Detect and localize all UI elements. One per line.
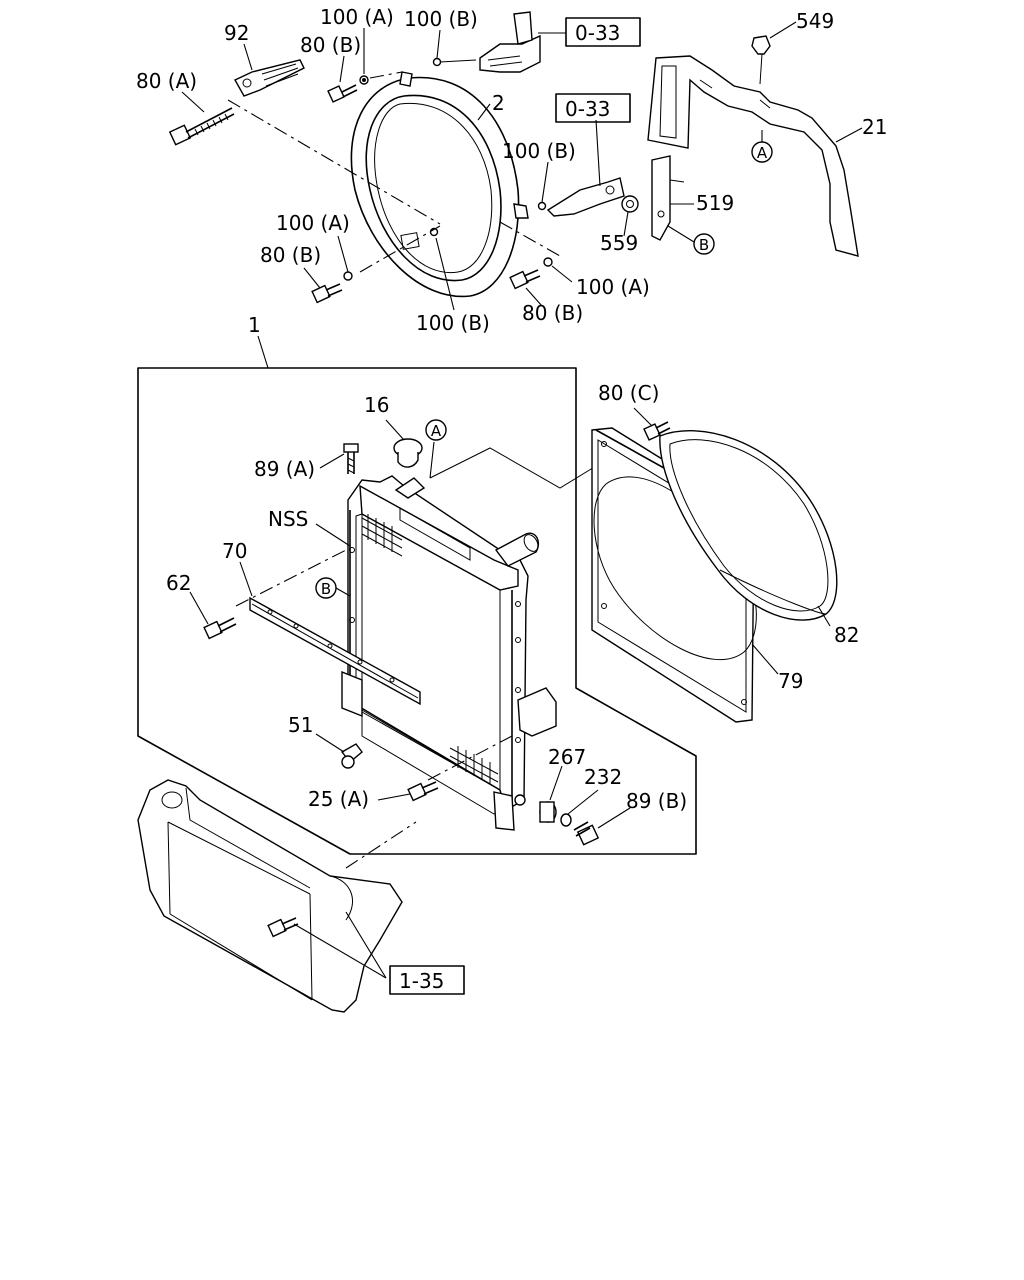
leader-lines-bottom [293,821,417,979]
label-519: 519 [696,191,734,215]
marker-b-center-text: B [321,580,331,598]
nut-559 [621,195,639,213]
label-80a: 80 (A) [136,69,197,93]
label-25a: 25 (A) [308,787,369,811]
bracket-upper-right [479,11,541,73]
spacer-267 [539,801,557,823]
label-79: 79 [778,669,803,693]
bolt-80b-top [327,57,442,103]
label-16: 16 [364,393,389,417]
ref-033-top-text: 0-33 [575,21,620,45]
bracket-519 [651,155,685,241]
label-100b-top: 100 (B) [404,7,478,31]
marker-b-top: B [667,225,715,255]
label-100b-bottom: 100 (B) [416,311,490,335]
ref-135-text: 1-35 [399,969,444,993]
side-shroud-21 [647,55,859,257]
label-559: 559 [600,231,638,255]
bolt-62 [203,617,237,640]
bolt-25a [407,781,439,802]
label-2: 2 [492,91,505,115]
label-267: 267 [548,745,586,769]
washer-232 [560,813,572,827]
label-232: 232 [584,765,622,789]
marker-a-center-text: A [431,422,442,440]
part-labels: 80 (A) 92 80 (B) 100 (A) 100 (B) 549 2 2… [136,5,887,813]
bracket-92 [234,59,305,97]
leader-lines-center [189,407,831,829]
label-80b-top: 80 (B) [300,33,361,57]
label-82: 82 [834,623,859,647]
reference-box-135: 1-35 [389,965,465,995]
label-89b: 89 (B) [626,789,687,813]
label-51: 51 [288,713,313,737]
bolt-80c [643,421,671,441]
label-62: 62 [166,571,191,595]
marker-a-top: A [751,130,773,163]
radiator-core [341,475,557,831]
marker-a-top-text: A [757,144,768,162]
clip-549 [751,35,771,85]
marker-b-center: B [315,577,337,599]
alignment-lines-top [227,59,561,273]
label-100b-mid: 100 (B) [502,139,576,163]
label-80c: 80 (C) [598,381,659,405]
drain-plug-51 [340,743,363,769]
bolt-89a [343,443,359,474]
label-100a-right: 100 (A) [576,275,650,299]
label-89a: 89 (A) [254,457,315,481]
label-nss: NSS [268,507,308,531]
assembly-outline-1 [137,335,697,855]
label-1: 1 [248,313,261,337]
label-80b-bottom: 80 (B) [522,301,583,325]
marker-b-top-text: B [699,236,709,254]
bolt-80a [168,107,235,146]
bolt-89b [573,821,600,846]
support-bar-70 [249,596,421,706]
alignment-lines-center [235,447,597,781]
radiator-cap-16 [393,438,423,468]
reference-box-033-mid: 0-33 [555,93,631,123]
label-80b-left: 80 (B) [260,243,321,267]
bolt-80b-bottom [509,257,553,290]
label-92: 92 [224,21,249,45]
label-549: 549 [796,9,834,33]
reference-box-033-top: 0-33 [565,17,641,47]
label-100a-left: 100 (A) [276,211,350,235]
label-70: 70 [222,539,247,563]
leader-lines-top [181,21,863,311]
fan-shroud-ring-2 [350,71,529,298]
label-21: 21 [862,115,887,139]
bolt-80b-left [311,271,353,304]
bracket-mid [537,177,625,217]
ref-033-mid-text: 0-33 [565,97,610,121]
label-100a-top: 100 (A) [320,5,394,29]
marker-a-center: A [425,419,447,441]
intercooler [137,779,403,1013]
